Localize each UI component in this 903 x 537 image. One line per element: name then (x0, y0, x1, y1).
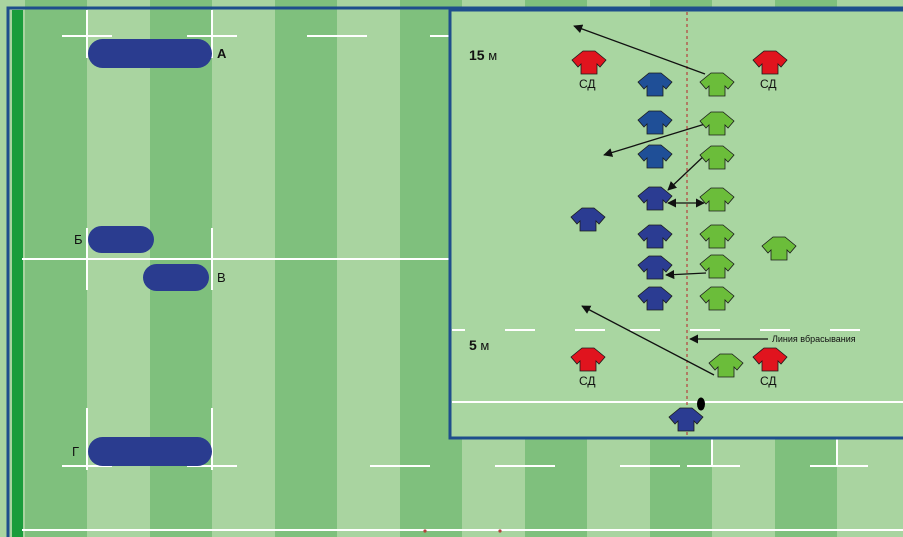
pad-g (88, 437, 212, 466)
zone-label-v: В (217, 271, 226, 284)
marker-dot (423, 529, 426, 532)
pad-a (88, 39, 212, 68)
distance-5-unit: м (480, 338, 489, 353)
zone-label-b: Б (74, 233, 83, 246)
zone-label-a: А (217, 47, 226, 60)
distance-5-value: 5 (469, 337, 477, 353)
pad-b (88, 226, 154, 253)
touch-line (12, 10, 23, 537)
distance-5-label: 5 м (469, 337, 489, 353)
distance-15-unit: м (488, 48, 497, 63)
distance-15-value: 15 (469, 47, 485, 63)
sd-label: СД (579, 77, 596, 91)
ball-icon (697, 398, 705, 411)
marker-dot (498, 529, 501, 532)
zone-label-g: Г (72, 445, 79, 458)
pad-v (143, 264, 209, 291)
sd-label: СД (760, 77, 777, 91)
sd-label: СД (760, 374, 777, 388)
distance-15-label: 15 м (469, 47, 497, 63)
sd-label: СД (579, 374, 596, 388)
throw-line-label: Линия вбрасывания (772, 334, 856, 344)
inset-panel (450, 10, 903, 438)
